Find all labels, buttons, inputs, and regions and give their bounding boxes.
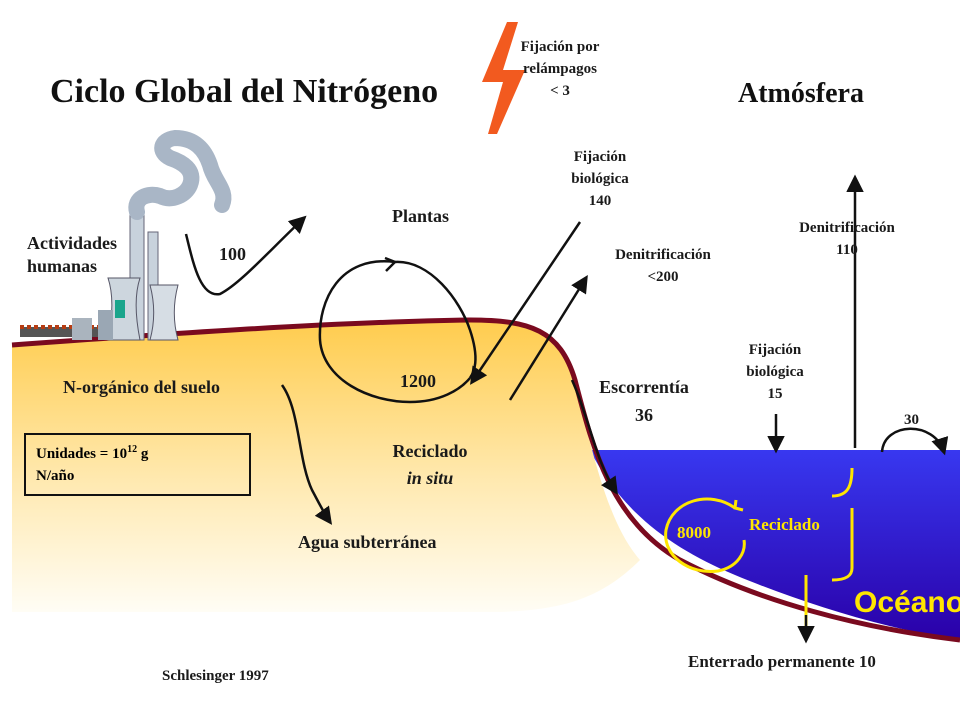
lightning-fixation-label: Fijación por relámpagos < 3 bbox=[520, 39, 600, 99]
human-flux-arrow bbox=[184, 215, 307, 296]
land-body bbox=[12, 320, 640, 612]
human-flux-value: 100 bbox=[219, 244, 246, 264]
human-activities-label: Actividades humanas bbox=[27, 233, 117, 277]
ocean-denitrification-label: Denitrificación 110 bbox=[799, 220, 895, 258]
land-recycling-label: Reciclado in situ bbox=[392, 441, 468, 489]
land-recycling-value: 1200 bbox=[400, 371, 436, 391]
burial-label: Enterrado permanente 10 bbox=[688, 652, 876, 671]
ocean-fixation-label: Fijación biológica 15 bbox=[746, 342, 804, 402]
ocean-cycle-arrow bbox=[664, 497, 746, 574]
groundwater-arrow bbox=[280, 384, 333, 525]
factory-icon bbox=[20, 214, 179, 341]
runoff-label: Escorrentía 36 bbox=[599, 377, 689, 426]
groundwater-label: Agua subterránea bbox=[298, 532, 437, 552]
plant-cycle-arrow bbox=[318, 260, 471, 404]
smoke-icon bbox=[128, 129, 232, 220]
ocean-exchange-value: 30 bbox=[904, 412, 919, 428]
ocean-body bbox=[590, 450, 960, 640]
land-fixation-label: Fijación biológica 140 bbox=[571, 149, 629, 209]
page-title: Ciclo Global del Nitrógeno bbox=[50, 73, 439, 110]
land-fixation-arrow bbox=[470, 221, 582, 385]
ocean-brackets bbox=[831, 467, 854, 582]
land-denitrification-label: Denitrificación <200 bbox=[615, 247, 711, 285]
oceans-label: Océanos bbox=[854, 586, 960, 619]
ocean-recycling-value: 8000 bbox=[677, 523, 711, 542]
land-denitrification-arrow bbox=[508, 275, 588, 401]
source-citation: Schlesinger 1997 bbox=[162, 668, 269, 684]
plants-label: Plantas bbox=[392, 206, 450, 226]
lightning-icon bbox=[482, 22, 525, 134]
ocean-recycling-label: Reciclado bbox=[749, 515, 820, 534]
atmosphere-label: Atmósfera bbox=[738, 78, 864, 109]
ocean-exchange-arrow bbox=[880, 427, 949, 456]
soil-organic-n-label: N-orgánico del suelo bbox=[63, 377, 220, 397]
runoff-arrow bbox=[570, 379, 618, 495]
ground-line bbox=[11, 317, 960, 643]
units-box: Unidades = 1012 g N/año bbox=[24, 433, 251, 496]
